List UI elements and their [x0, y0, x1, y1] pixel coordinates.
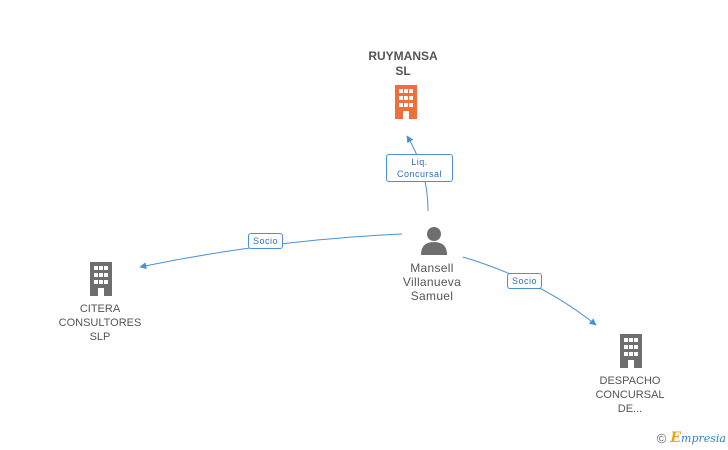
- edge-label-socio-right[interactable]: Socio: [507, 273, 543, 289]
- footer-brand: © Empresia: [657, 430, 726, 446]
- edge-label-socio-left[interactable]: Socio: [248, 233, 284, 249]
- building-icon[interactable]: [616, 334, 646, 368]
- company-label-despacho[interactable]: DESPACHO CONCURSAL DE...: [595, 375, 665, 415]
- building-icon[interactable]: [391, 85, 421, 119]
- building-icon[interactable]: [86, 262, 116, 296]
- person-icon[interactable]: [419, 225, 449, 255]
- person-label-mansell[interactable]: Mansell Villanueva Samuel: [402, 261, 462, 303]
- edge-label-liq-concursal[interactable]: Liq. Concursal: [386, 154, 453, 182]
- company-label-ruymansa[interactable]: RUYMANSA SL: [368, 49, 438, 78]
- company-label-citera[interactable]: CITERA CONSULTORES SLP: [58, 303, 142, 343]
- edge-line-to-bottom-right: [462, 256, 597, 326]
- copyright-symbol: ©: [656, 430, 667, 446]
- empresia-logo[interactable]: Empresia: [670, 430, 726, 446]
